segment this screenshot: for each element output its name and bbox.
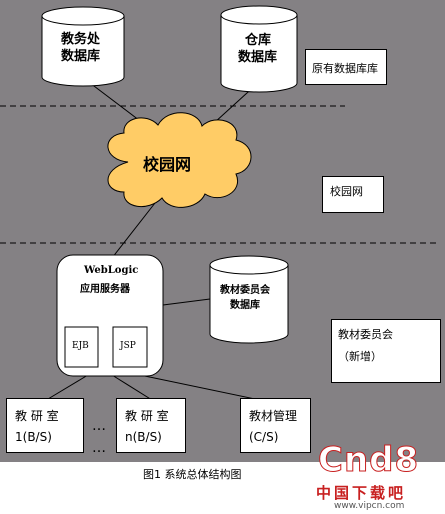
weblogic-label: WebLogic <box>84 265 139 276</box>
office-n-box: 教 研 室 n(B/S) <box>116 398 186 453</box>
figure-caption: 图1 系统总体结构图 <box>143 468 242 481</box>
committee-db-label-1: 教材委员会 <box>220 285 270 296</box>
committee-side-label-2: （新增） <box>338 350 382 363</box>
campus-net-side-label: 校园网 <box>330 185 363 198</box>
textbook-mgmt-box: 教材管理 (C/S) <box>240 398 311 453</box>
campus-network-label: 校园网 <box>143 155 192 174</box>
office-1-label-2: 1(B/S) <box>15 430 52 444</box>
link-cloud-server <box>111 202 156 259</box>
office-1-label-1: 教 研 室 <box>15 409 59 423</box>
jsp-box <box>112 326 148 368</box>
campus-network-cloud <box>107 112 252 208</box>
watermark: Cnd8 中国下载吧 www.vipcn.com <box>312 440 442 512</box>
academic-affairs-db-cylinder <box>41 6 125 87</box>
warehouse-db-label-1: 仓库 <box>245 33 272 48</box>
academic-affairs-db-label-1: 教务处 <box>61 32 101 47</box>
campus-net-side-box: 校园网 <box>322 176 384 213</box>
watermark-url: www.vipcn.com <box>334 501 405 511</box>
office-n-label-2: n(B/S) <box>125 430 162 444</box>
committee-side-label-1: 教材委员会 <box>338 328 393 341</box>
link-server-committee-db <box>162 298 211 306</box>
link-server-office1 <box>47 374 89 400</box>
committee-db-label-2: 数据库 <box>230 300 260 311</box>
ellipsis-1: … <box>92 418 106 434</box>
textbook-mgmt-label-2: (C/S) <box>249 430 279 444</box>
watermark-logo: Cnd8 <box>317 440 420 481</box>
warehouse-db-cylinder <box>220 5 298 93</box>
link-server-mgmt <box>139 374 261 401</box>
ellipsis-2: … <box>92 440 106 456</box>
office-n-label-1: 教 研 室 <box>125 409 169 423</box>
office-1-box: 教 研 室 1(B/S) <box>6 398 84 453</box>
committee-side-box: 教材委员会 （新增） <box>331 319 441 383</box>
watermark-subtitle: 中国下载吧 <box>316 484 407 502</box>
app-server-label: 应用服务器 <box>80 284 130 295</box>
textbook-mgmt-label-1: 教材管理 <box>249 409 298 423</box>
warehouse-db-label-2: 数据库 <box>238 50 278 65</box>
original-db-side-label: 原有数据库库 <box>312 62 378 75</box>
committee-db-cylinder <box>209 255 289 344</box>
ejb-label: EJB <box>72 341 89 351</box>
link-server-officen <box>111 374 153 401</box>
original-db-side-box: 原有数据库库 <box>305 49 387 85</box>
academic-affairs-db-label-2: 数据库 <box>61 49 101 64</box>
ejb-box <box>64 326 99 368</box>
jsp-label: JSP <box>120 341 136 351</box>
